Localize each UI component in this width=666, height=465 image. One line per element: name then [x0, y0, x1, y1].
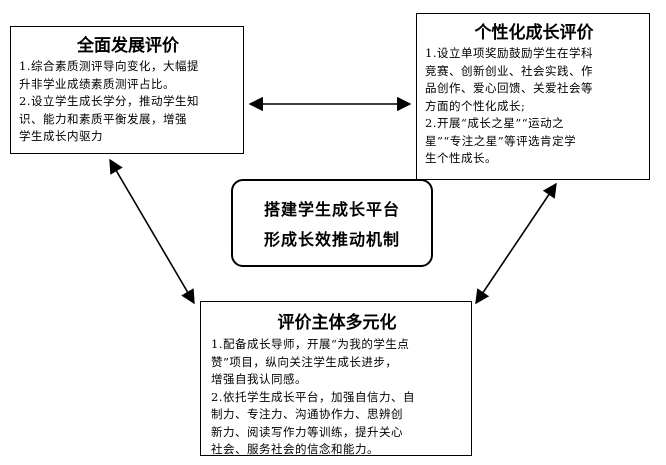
- box-line: 1.配备成长导师，开展“为我的学生点: [211, 337, 410, 351]
- center-line-1: 搭建学生成长平台: [263, 200, 400, 219]
- box-line: 识、能力和素质平衡发展，增强: [19, 111, 187, 126]
- box-line: 增强自我认同感。: [211, 372, 307, 386]
- box-line: 1.设立单项奖励鼓励学生在学科: [425, 46, 593, 60]
- box-line: 新力、阅读写作力等训练，提升关心: [211, 424, 403, 439]
- arrow-right-bottom: [475, 182, 557, 305]
- box-line: 品创作、爱心回馈、关爱社会等: [425, 81, 593, 95]
- box-line: 2.依托学生成长平台，加强自信力、自: [211, 389, 415, 404]
- box-line: 升非学业成绩素质测评占比。: [19, 76, 175, 91]
- comprehensive-evaluation-box: 全面发展评价 1.综合素质测评导向变化，大幅提 升非学业成绩素质测评占比。 2.…: [10, 26, 244, 154]
- center-line-2: 形成长效推动机制: [263, 230, 400, 249]
- box-title: 评价主体多元化: [277, 313, 397, 333]
- box-title: 全面发展评价: [77, 36, 179, 56]
- box-title: 个性化成长评价: [474, 23, 594, 43]
- box-line: 2.设立学生成长学分，推动学生知: [19, 94, 199, 108]
- box-line: 2.开展“成长之星”“运动之: [425, 116, 565, 130]
- box-line: 赞”项目，纵向关注学生成长进步，: [211, 354, 398, 369]
- arrow-left-bottom: [109, 158, 195, 305]
- box-line: 星”“专注之星”等评选肯定学: [425, 133, 577, 148]
- box-line: 1.综合素质测评导向变化，大幅提: [19, 59, 199, 73]
- box-line: 生个性成长。: [425, 151, 497, 165]
- box-line: 竞赛、创新创业、社会实践、作: [425, 63, 593, 78]
- box-line: 方面的个性化成长;: [425, 98, 526, 113]
- personalized-evaluation-box: 个性化成长评价 1.设立单项奖励鼓励学生在学科 竞赛、创新创业、社会实践、作 品…: [416, 13, 650, 180]
- box-line: 制力、专注力、沟通协作力、思辨创: [211, 407, 403, 421]
- box-line: 学生成长内驱力: [19, 129, 103, 143]
- central-platform-box: 搭建学生成长平台 形成长效推动机制: [231, 179, 433, 267]
- box-line: 社会、服务社会的信念和能力。: [211, 442, 379, 456]
- diversified-subjects-box: 评价主体多元化 1.配备成长导师，开展“为我的学生点 赞”项目，纵向关注学生成长…: [200, 301, 472, 456]
